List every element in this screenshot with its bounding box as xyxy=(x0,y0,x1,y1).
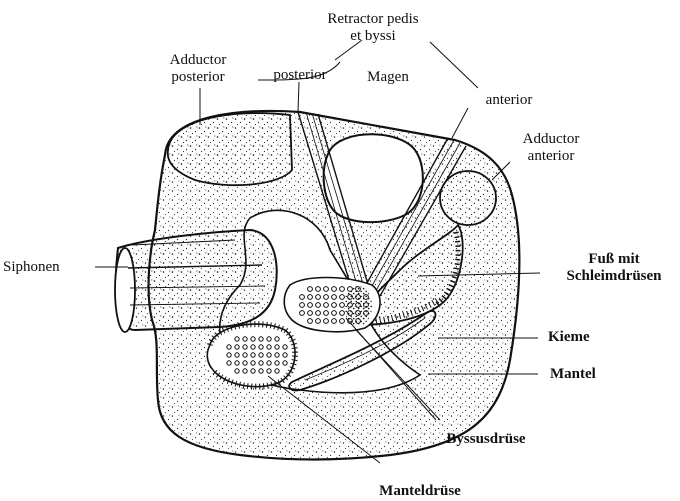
label-anterior: anterior xyxy=(486,92,533,108)
label-retractor-line1: Retractor pedis xyxy=(327,11,418,27)
label-manteldruese: Manteldrüse xyxy=(379,483,461,499)
label-posterior: posterior xyxy=(273,67,326,83)
adductor-anterior-muscle xyxy=(440,171,496,225)
label-fuss-line1: Fuß mit xyxy=(588,251,639,267)
adductor-posterior-muscle xyxy=(168,113,292,185)
label-mantel: Mantel xyxy=(550,366,596,382)
label-byssusdruese: Byssusdrüse xyxy=(446,431,526,447)
label-magen: Magen xyxy=(367,69,409,85)
label-retractor-line2: et byssi xyxy=(350,28,395,44)
label-adductor-posterior-line1: Adductor xyxy=(170,52,227,68)
label-adductor-posterior-line2: posterior xyxy=(171,69,224,85)
siphons xyxy=(115,230,277,332)
label-fuss-line2: Schleimdrüsen xyxy=(566,268,662,284)
label-adductor-anterior-line2: anterior xyxy=(528,148,575,164)
label-adductor-anterior-line1: Adductor xyxy=(523,131,580,147)
label-kieme: Kieme xyxy=(548,329,590,345)
label-siphonen: Siphonen xyxy=(3,259,60,275)
